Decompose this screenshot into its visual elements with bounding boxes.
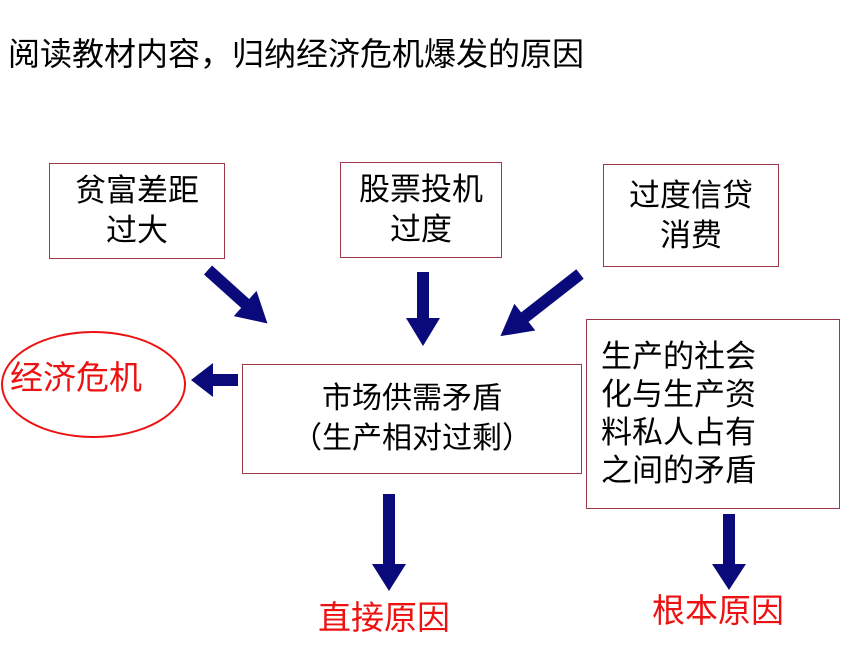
credit-consumption-line2: 消费 [660, 217, 722, 254]
crisis-label: 经济危机 [10, 358, 142, 397]
root-contradiction-line3: 料私人占有 [601, 415, 756, 451]
stock-speculation-box: 股票投机 过度 [340, 162, 502, 258]
root-contradiction-line2: 化与生产资 [601, 377, 756, 413]
arrow-credit-to-market-shape [500, 269, 584, 337]
market-imbalance-line1: 市场供需矛盾 [322, 381, 502, 416]
arrow-market-to-direct-shape [372, 494, 406, 591]
stock-speculation-line1: 股票投机 [359, 172, 483, 208]
market-imbalance-line2: （生产相对过剩） [292, 421, 532, 456]
crisis-ellipse [1, 331, 186, 438]
arrow-root-to-label [712, 514, 746, 590]
arrow-market-to-direct [372, 494, 406, 591]
direct-cause-label: 直接原因 [318, 598, 450, 637]
arrow-wealth-to-market-shape [203, 265, 268, 324]
root-contradiction-box: 生产的社会 化与生产资 料私人占有 之间的矛盾 [586, 319, 840, 509]
arrow-wealth-to-market [203, 265, 268, 324]
root-cause-label: 根本原因 [652, 591, 784, 630]
arrow-stock-to-market [406, 272, 440, 346]
page-title: 阅读教材内容，归纳经济危机爆发的原因 [8, 35, 585, 73]
root-contradiction-line4: 之间的矛盾 [601, 453, 756, 489]
arrow-credit-to-market [500, 269, 584, 337]
wealth-gap-line2: 过大 [106, 213, 168, 249]
credit-consumption-box: 过度信贷 消费 [603, 164, 779, 267]
arrow-root-to-label-shape [712, 514, 746, 590]
arrow-market-to-crisis-shape [191, 363, 238, 397]
credit-consumption-line1: 过度信贷 [629, 177, 753, 214]
market-imbalance-box: 市场供需矛盾 （生产相对过剩） [242, 364, 582, 474]
wealth-gap-line1: 贫富差距 [75, 173, 199, 209]
arrow-market-to-crisis [191, 363, 238, 397]
root-contradiction-line1: 生产的社会 [601, 339, 756, 375]
arrow-stock-to-market-shape [406, 272, 440, 346]
wealth-gap-box: 贫富差距 过大 [49, 163, 225, 259]
stock-speculation-line2: 过度 [390, 212, 452, 248]
